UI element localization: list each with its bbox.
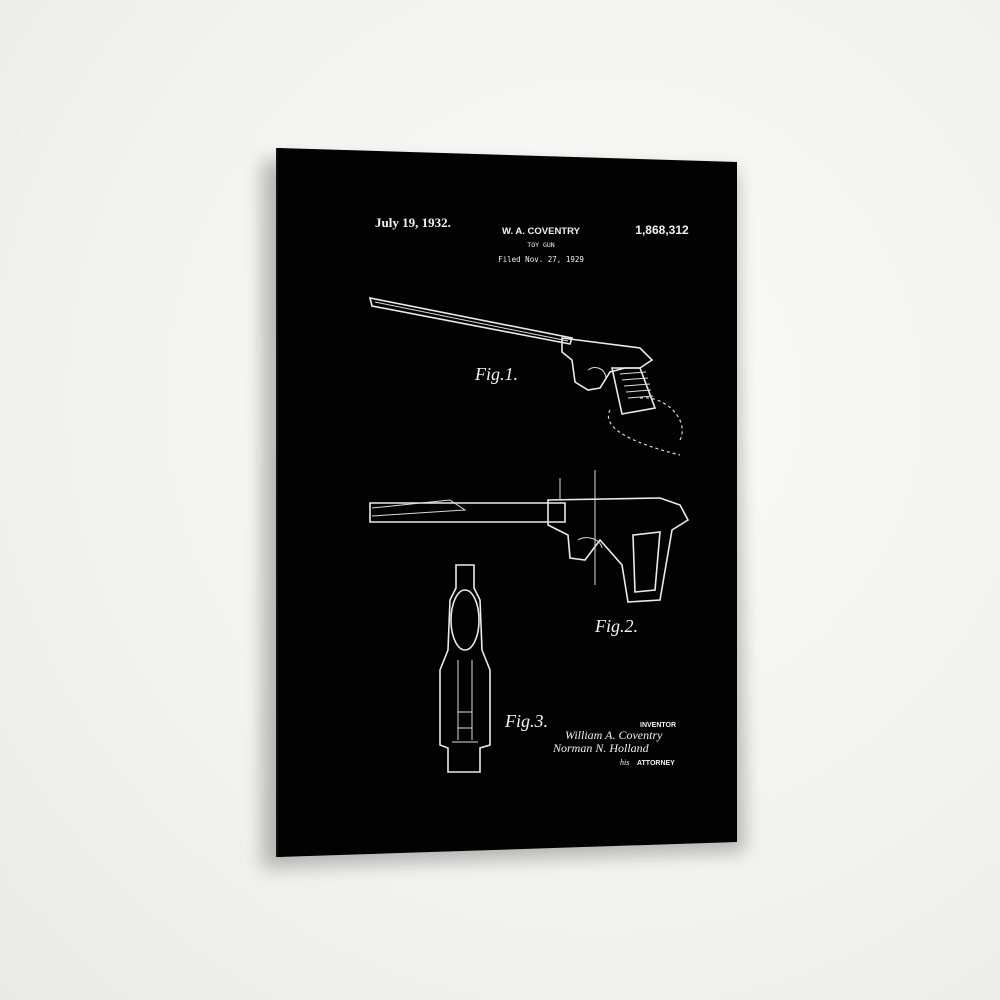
figure-3-label: Fig.3.	[504, 711, 548, 731]
inventor-signature: William A. Coventry	[565, 728, 663, 742]
patent-number: 1,868,312	[635, 223, 689, 237]
attorney-label: ATTORNEY	[637, 760, 675, 767]
patent-inventor-name: W. A. COVENTRY	[502, 226, 581, 237]
figure-1-drawing	[368, 296, 683, 456]
patent-title: TOY GUN	[527, 241, 554, 249]
figure-1-label: Fig.1.	[474, 364, 518, 384]
figure-3-drawing	[439, 564, 491, 773]
figure-2-drawing	[369, 470, 690, 603]
attorney-prefix: his	[620, 758, 629, 767]
inventor-label: INVENTOR	[640, 722, 676, 729]
figure-2-label: Fig.2.	[594, 616, 638, 636]
patent-filed-date: Filed Nov. 27, 1929	[498, 255, 584, 264]
attorney-signature: Norman N. Holland	[552, 741, 650, 755]
patent-date: July 19, 1932.	[375, 215, 451, 230]
